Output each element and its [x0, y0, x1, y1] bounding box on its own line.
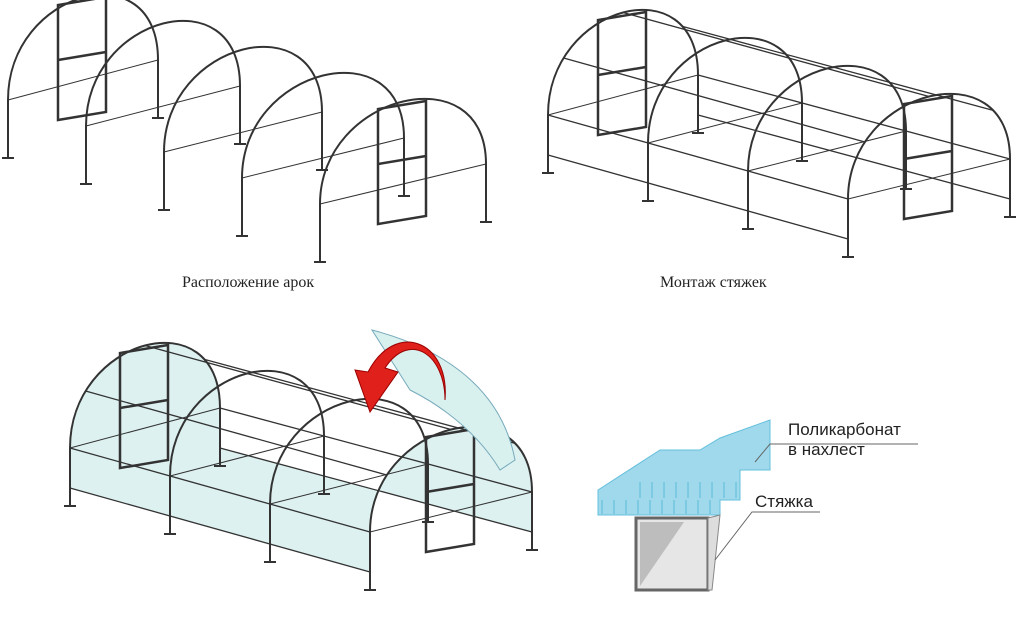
tie-rod — [144, 344, 452, 431]
polycarbonate-covering — [70, 342, 532, 572]
tie-rod — [547, 114, 849, 200]
caption-ties-mounting: Монтаж стяжек — [660, 274, 767, 291]
arch — [163, 45, 323, 192]
door-frame — [596, 10, 648, 137]
tie-rod — [85, 390, 388, 476]
tie-rod — [682, 25, 994, 111]
arch-crossbar — [85, 85, 241, 127]
door-frame — [376, 99, 428, 226]
base-rail — [69, 487, 371, 573]
arch-crossbar — [69, 407, 221, 449]
label-polycarbonate-line2: в нахлест — [788, 440, 865, 459]
tie-profile-side — [707, 514, 721, 591]
base-rail — [547, 154, 849, 240]
caption-arch-layout: Расположение арок — [182, 274, 315, 291]
arches-layout — [2, 0, 492, 263]
tie-rod — [204, 358, 516, 444]
arch — [847, 92, 1011, 239]
arch-crossbar — [747, 130, 907, 172]
arch-crossbar — [169, 435, 325, 477]
base-rail — [219, 447, 533, 533]
red-arrow-icon — [354, 341, 446, 414]
arch — [241, 71, 405, 218]
label-tie: Стяжка — [755, 492, 813, 511]
base-rail — [697, 114, 1011, 200]
tie-rod — [563, 57, 866, 143]
arch — [7, 0, 159, 140]
leader-line-polycarbonate — [754, 443, 918, 463]
arch-crossbar — [547, 74, 699, 116]
arch — [319, 97, 487, 244]
arch-crossbar — [7, 59, 159, 101]
arch — [85, 19, 241, 166]
tie-rod — [69, 447, 371, 533]
tie-rod — [697, 74, 1011, 160]
tie-profile-shade — [640, 522, 684, 586]
leader-line-tie — [714, 511, 820, 561]
arch — [747, 64, 907, 211]
arch-crossbar — [319, 163, 487, 205]
arch — [647, 36, 803, 183]
tie-rod — [219, 407, 533, 493]
overlap-detail — [597, 419, 918, 592]
greenhouse-frame — [542, 8, 1016, 258]
arch-crossbar — [163, 111, 323, 153]
arch-crossbar — [369, 491, 533, 533]
door-frame — [902, 94, 954, 221]
greenhouse-frame — [64, 341, 538, 591]
arch-crossbar — [647, 102, 803, 144]
tie-rod — [622, 11, 930, 98]
door-frame — [56, 0, 108, 122]
polycarbonate-sheets — [597, 419, 771, 516]
label-polycarbonate: Поликарбонат в нахлест — [788, 420, 901, 460]
door-frame — [118, 343, 170, 470]
arch — [547, 8, 699, 155]
arch-crossbar — [269, 463, 429, 505]
label-polycarbonate-line1: Поликарбонат — [788, 420, 901, 439]
arch-crossbar — [847, 158, 1011, 200]
